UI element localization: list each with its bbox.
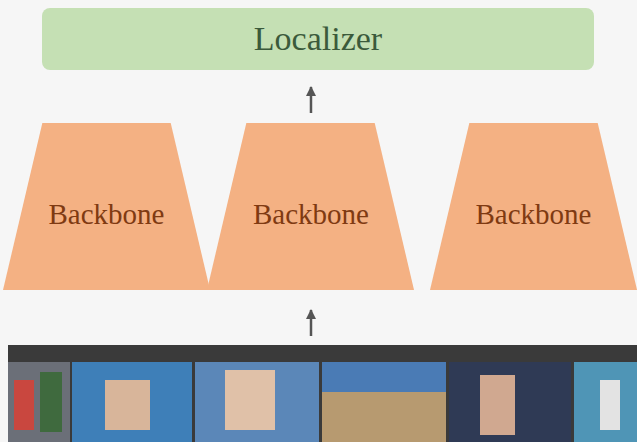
node-label: Backbone bbox=[49, 182, 165, 231]
connector-arrow bbox=[310, 87, 313, 113]
input-arrow bbox=[310, 310, 313, 336]
node-label: Backbone bbox=[475, 182, 591, 231]
localizer-box: Localizer bbox=[42, 8, 594, 70]
backbone-trapezoid: Backbone bbox=[3, 123, 210, 290]
video-strip bbox=[8, 345, 637, 442]
video-frames bbox=[8, 362, 637, 442]
backbone-trapezoid: Backbone bbox=[207, 123, 414, 290]
backbone-trapezoid: Backbone bbox=[430, 123, 637, 290]
node-label: Backbone bbox=[253, 182, 369, 231]
node-label: Localizer bbox=[254, 20, 382, 58]
